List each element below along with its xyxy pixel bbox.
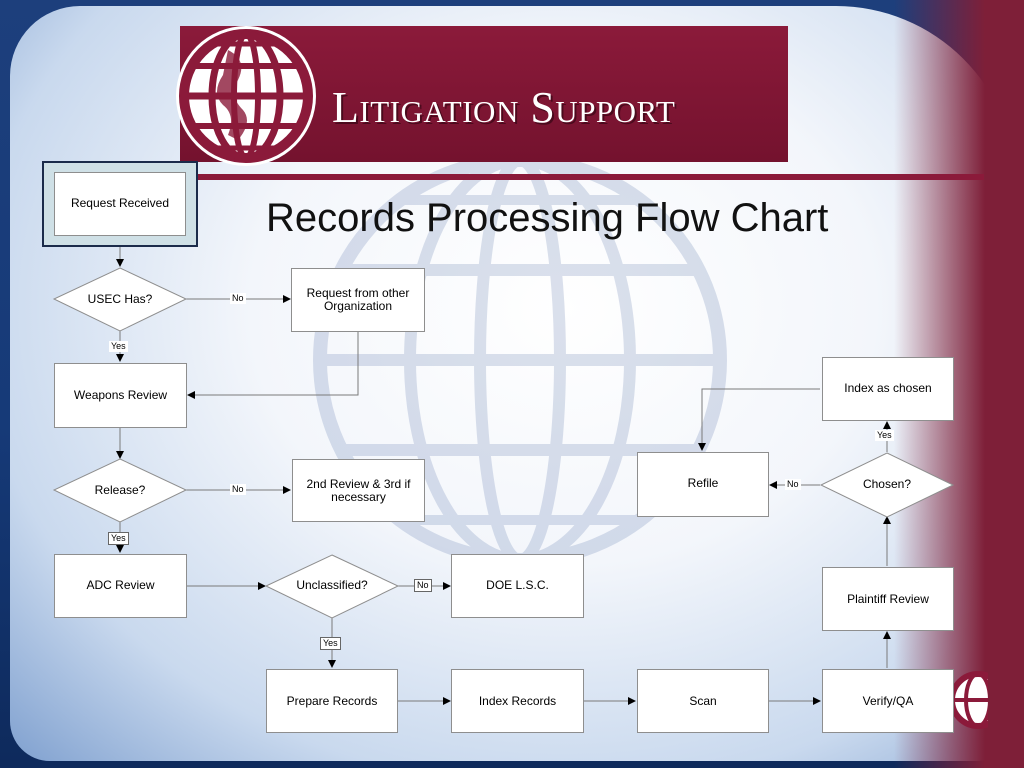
edge-label-chosen-yes: Yes — [875, 430, 894, 441]
edge-label-release-yes: Yes — [108, 532, 129, 545]
title-divider — [100, 174, 984, 180]
node-request-received: Request Received — [54, 172, 186, 236]
globe-icon — [176, 26, 316, 166]
edge-label-usec-yes: Yes — [109, 341, 128, 352]
node-unclassified: Unclassified? — [296, 578, 368, 592]
edge-index-as-chosen-refile — [698, 388, 820, 451]
node-weapons-review: Weapons Review — [54, 363, 187, 428]
usec-has-diamond — [52, 267, 188, 332]
node-index-records: Index Records — [451, 669, 584, 733]
chosen-diamond — [819, 452, 955, 518]
node-usec-has: USEC Has? — [87, 292, 153, 306]
node-chosen: Chosen? — [862, 477, 912, 491]
node-scan: Scan — [637, 669, 769, 733]
node-refile: Refile — [637, 452, 769, 517]
node-request-other-org: Request from other Organization — [291, 268, 425, 332]
node-release: Release? — [94, 483, 146, 497]
banner-title: Litigation Support — [332, 83, 676, 132]
release-diamond — [52, 458, 188, 523]
slide-title: Records Processing Flow Chart — [266, 196, 829, 240]
node-plaintiff-review: Plaintiff Review — [822, 567, 954, 631]
node-index-as-chosen: Index as chosen — [822, 357, 954, 421]
edge-label-unclassified-yes: Yes — [320, 637, 341, 650]
edge-label-usec-no: No — [230, 293, 246, 304]
edge-other-org-weapons — [187, 331, 359, 399]
edge-label-release-no: No — [230, 484, 246, 495]
edge-label-chosen-no: No — [785, 479, 801, 490]
edge-label-unclassified-no: No — [414, 579, 432, 592]
node-adc-review: ADC Review — [54, 554, 187, 618]
unclassified-diamond — [264, 554, 400, 619]
node-second-review: 2nd Review & 3rd if necessary — [292, 459, 425, 522]
node-prepare-records: Prepare Records — [266, 669, 398, 733]
node-verify-qa: Verify/QA — [822, 669, 954, 733]
node-doe-lsc: DOE L.S.C. — [451, 554, 584, 618]
